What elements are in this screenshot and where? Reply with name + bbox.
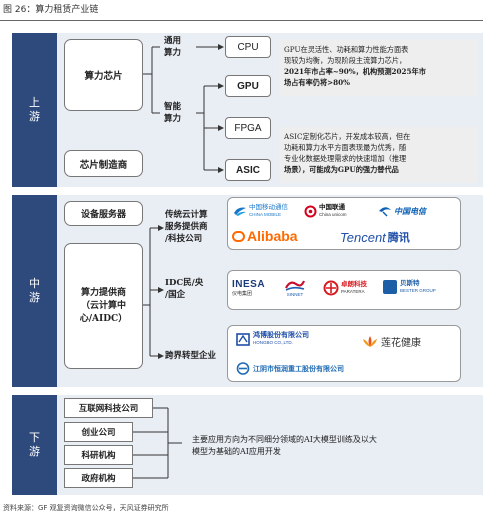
asic-note: ASIC定制化芯片，开发成本较高，但在 功耗和算力水平方面表现最为优秀，随 专业… xyxy=(279,127,478,183)
lianhua-logo: 莲花健康 xyxy=(362,334,421,349)
cpu-chip: CPU xyxy=(225,36,271,58)
alibaba-icon xyxy=(232,230,245,242)
chip-manufacturer-box: 芯片制造商 xyxy=(64,150,143,177)
china-mobile-icon xyxy=(234,207,246,216)
gpu-note: GPU在灵活性、功耗和算力性能方面表 现较为均衡，为现阶段主流算力芯片， 202… xyxy=(279,40,478,96)
hongbo-icon xyxy=(236,332,250,346)
stage-midstream: 中游 xyxy=(12,195,57,387)
stage-downstream: 下游 xyxy=(12,395,57,495)
crossover-label: 跨界转型企业 xyxy=(165,351,217,361)
china-mobile-logo: 中国移动通信 CHINA MOBILE xyxy=(233,204,288,218)
general-compute-label: 通用算力 xyxy=(164,36,182,58)
china-telecom-logo: 中国电信 xyxy=(378,205,426,217)
china-unicom-icon xyxy=(304,205,317,217)
downstream-item-government: 政府机构 xyxy=(64,468,133,488)
paratera-icon xyxy=(323,280,339,296)
cloud-logos-panel: 中国移动通信 CHINA MOBILE 中国联通 China unicom 中国… xyxy=(227,197,461,250)
stage-upstream: 上游 xyxy=(12,33,57,187)
china-unicom-logo: 中国联通 China unicom xyxy=(304,204,347,218)
alibaba-logo: Alibaba xyxy=(232,228,298,244)
equipment-server-box: 设备服务器 xyxy=(64,201,143,226)
title-divider xyxy=(0,20,483,21)
inesa-logo: INESA 仪电集团 xyxy=(232,279,266,297)
bester-logo: 贝斯特 BESTER GROUP xyxy=(383,280,436,294)
sinnet-icon xyxy=(285,280,306,291)
sinnet-logo: SINNET xyxy=(284,278,306,297)
downstream-item-research: 科研机构 xyxy=(64,445,133,465)
chip-box: 算力芯片 xyxy=(64,39,143,111)
jiangyin-logo: 江阴市恒润重工股份有限公司 xyxy=(236,362,344,375)
downstream-item-startup: 创业公司 xyxy=(64,422,133,442)
source-note: 资料来源：GF 观复资询微信公众号，天风证券研究所 xyxy=(3,504,169,512)
lotus-icon xyxy=(363,336,377,347)
asic-chip: ASIC xyxy=(225,159,271,181)
figure-title: 图 26：算力租赁产业链 xyxy=(3,5,99,15)
bester-icon xyxy=(383,280,397,294)
crossover-logos-panel: 鸿博股份有限公司 HONGBO CO.,LTD. 莲花健康 江阴市恒润重工股份有… xyxy=(227,325,461,382)
idc-label: IDC民/央/国企 xyxy=(165,278,204,300)
paratera-logo: 卓朗科技 PARATERA xyxy=(323,280,367,296)
fpga-chip: FPGA xyxy=(225,117,271,139)
cloud-provider-label: 传统云计算服务提供商/科技公司 xyxy=(165,210,208,244)
jiangyin-icon xyxy=(236,362,250,375)
downstream-note: 主要应用方向为不同细分领域的AI大模型训练及以大 模型为基础的AI应用开发 xyxy=(192,435,377,456)
idc-logos-panel: INESA 仪电集团 SINNET 卓朗科技 PARATERA 贝斯特 BEST… xyxy=(227,270,461,310)
china-telecom-icon xyxy=(379,207,391,217)
gpu-chip: GPU xyxy=(225,75,271,97)
hongbo-logo: 鸿博股份有限公司 HONGBO CO.,LTD. xyxy=(236,332,309,346)
downstream-item-internet: 互联网科技公司 xyxy=(64,398,153,418)
intelligent-compute-label: 智能算力 xyxy=(164,102,182,124)
compute-provider-box: 算力提供商 （云计算中 心/AIDC） xyxy=(64,243,143,369)
tencent-logo: Tencent 腾讯 xyxy=(340,229,410,245)
